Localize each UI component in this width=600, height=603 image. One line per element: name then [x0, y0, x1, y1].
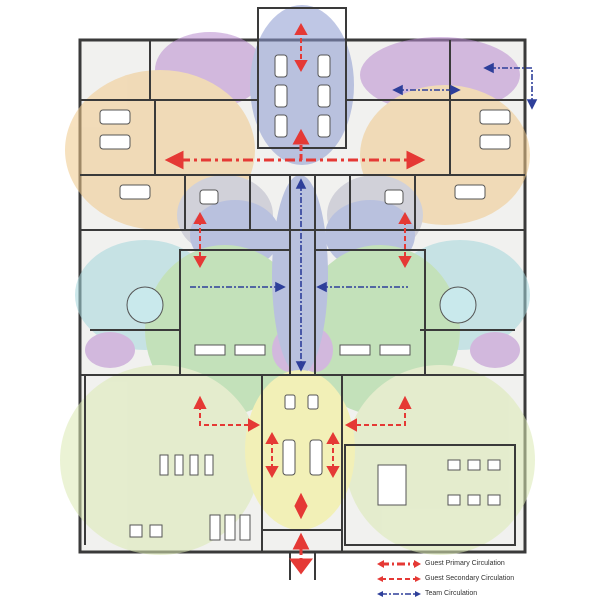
legend-label-team: Team Circulation	[425, 590, 478, 597]
zone-lime-right	[345, 365, 535, 555]
zone-purple-mid-left	[85, 332, 135, 368]
legend-item-guest-secondary: Guest Secondary Circulation	[375, 573, 595, 586]
guest-primary-circulation	[164, 128, 426, 575]
legend-swatch-guest-secondary	[377, 576, 421, 582]
guest-secondary-circulation	[193, 22, 412, 520]
zone-purple-mid-right	[470, 332, 520, 368]
team-circulation	[190, 62, 538, 372]
zone-blue-spine	[272, 175, 328, 375]
legend-item-guest-primary: Guest Primary Circulation	[375, 558, 595, 571]
legend-item-team: Team Circulation	[375, 588, 595, 601]
legend-swatch-team	[377, 591, 421, 597]
zone-bubbles	[60, 5, 535, 555]
legend-swatch-guest-primary	[377, 560, 421, 568]
legend-label-guest-primary: Guest Primary Circulation	[425, 560, 505, 567]
zone-yellow-center	[245, 370, 355, 530]
walls	[80, 7, 525, 580]
legend: Guest Primary Circulation Guest Secondar…	[375, 558, 595, 603]
fixtures	[99, 54, 511, 541]
legend-label-guest-secondary: Guest Secondary Circulation	[425, 575, 515, 582]
